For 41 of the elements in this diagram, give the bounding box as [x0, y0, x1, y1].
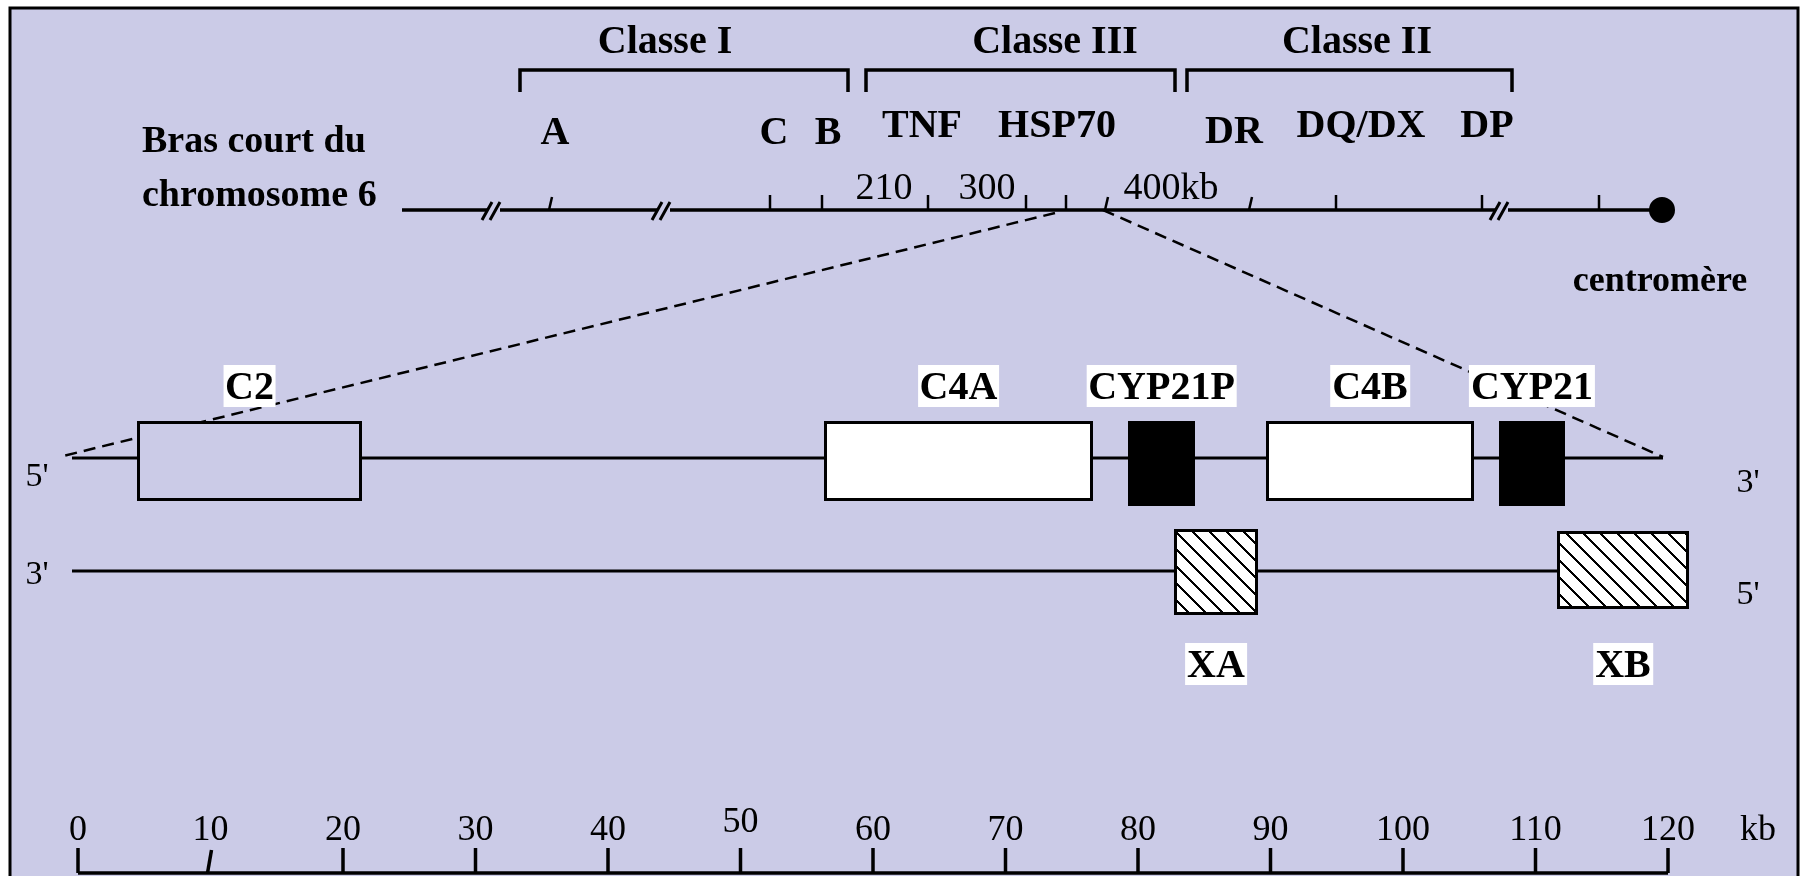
- scale-tick-label: 110: [1508, 809, 1563, 847]
- scale-tick-label: 20: [324, 809, 362, 847]
- scale-tick-label: 120: [1640, 809, 1696, 847]
- strand-end-label: 5': [1735, 575, 1761, 611]
- scale-tick-label: 100: [1375, 809, 1431, 847]
- gene-locus-label: TNF: [881, 103, 963, 145]
- scale-tick-label: 10: [191, 809, 230, 847]
- gene-label: C4B: [1330, 365, 1410, 407]
- centromere-label: centromère: [1571, 260, 1749, 298]
- gene-locus-label: C: [758, 110, 790, 152]
- position-label: 400kb: [1122, 166, 1220, 206]
- strand-end-label: 3': [24, 555, 50, 591]
- gene-label: XA: [1185, 643, 1247, 685]
- strand-end-label: 3': [1735, 463, 1761, 499]
- scale-tick-label: 70: [986, 809, 1025, 847]
- gene-locus-label: HSP70: [997, 103, 1117, 145]
- position-label: 210: [854, 166, 914, 206]
- gene-label: CYP21P: [1086, 365, 1237, 407]
- gene-label: CYP21: [1468, 365, 1596, 407]
- gene-label: C2: [223, 365, 276, 407]
- gene-locus-label: DQ/DX: [1295, 103, 1427, 145]
- scale-tick-label: 90: [1251, 809, 1290, 847]
- scale-tick-label: 40: [589, 809, 627, 847]
- scale-tick-label: 80: [1119, 809, 1157, 847]
- class-label: Classe II: [1281, 19, 1433, 61]
- scale-tick-label: 50: [721, 801, 760, 839]
- strand-end-label: 5': [24, 457, 50, 493]
- gene-locus-label: DP: [1459, 103, 1515, 145]
- unit-label: kb: [1739, 809, 1777, 847]
- class-label: Classe III: [971, 19, 1139, 61]
- gene-label: C4A: [917, 365, 1000, 407]
- scale-tick-label: 0: [68, 809, 88, 847]
- gene-locus-label: DR: [1204, 109, 1265, 151]
- position-label: 300: [957, 166, 1017, 206]
- class-label: Classe I: [596, 19, 734, 61]
- gene-label: XB: [1593, 643, 1653, 685]
- gene-locus-label: A: [539, 110, 571, 152]
- chromosome-label: Bras court du chromosome 6: [141, 117, 378, 216]
- scale-tick-label: 60: [854, 809, 892, 847]
- gene-locus-label: B: [813, 110, 843, 152]
- scale-tick-label: 30: [456, 809, 495, 847]
